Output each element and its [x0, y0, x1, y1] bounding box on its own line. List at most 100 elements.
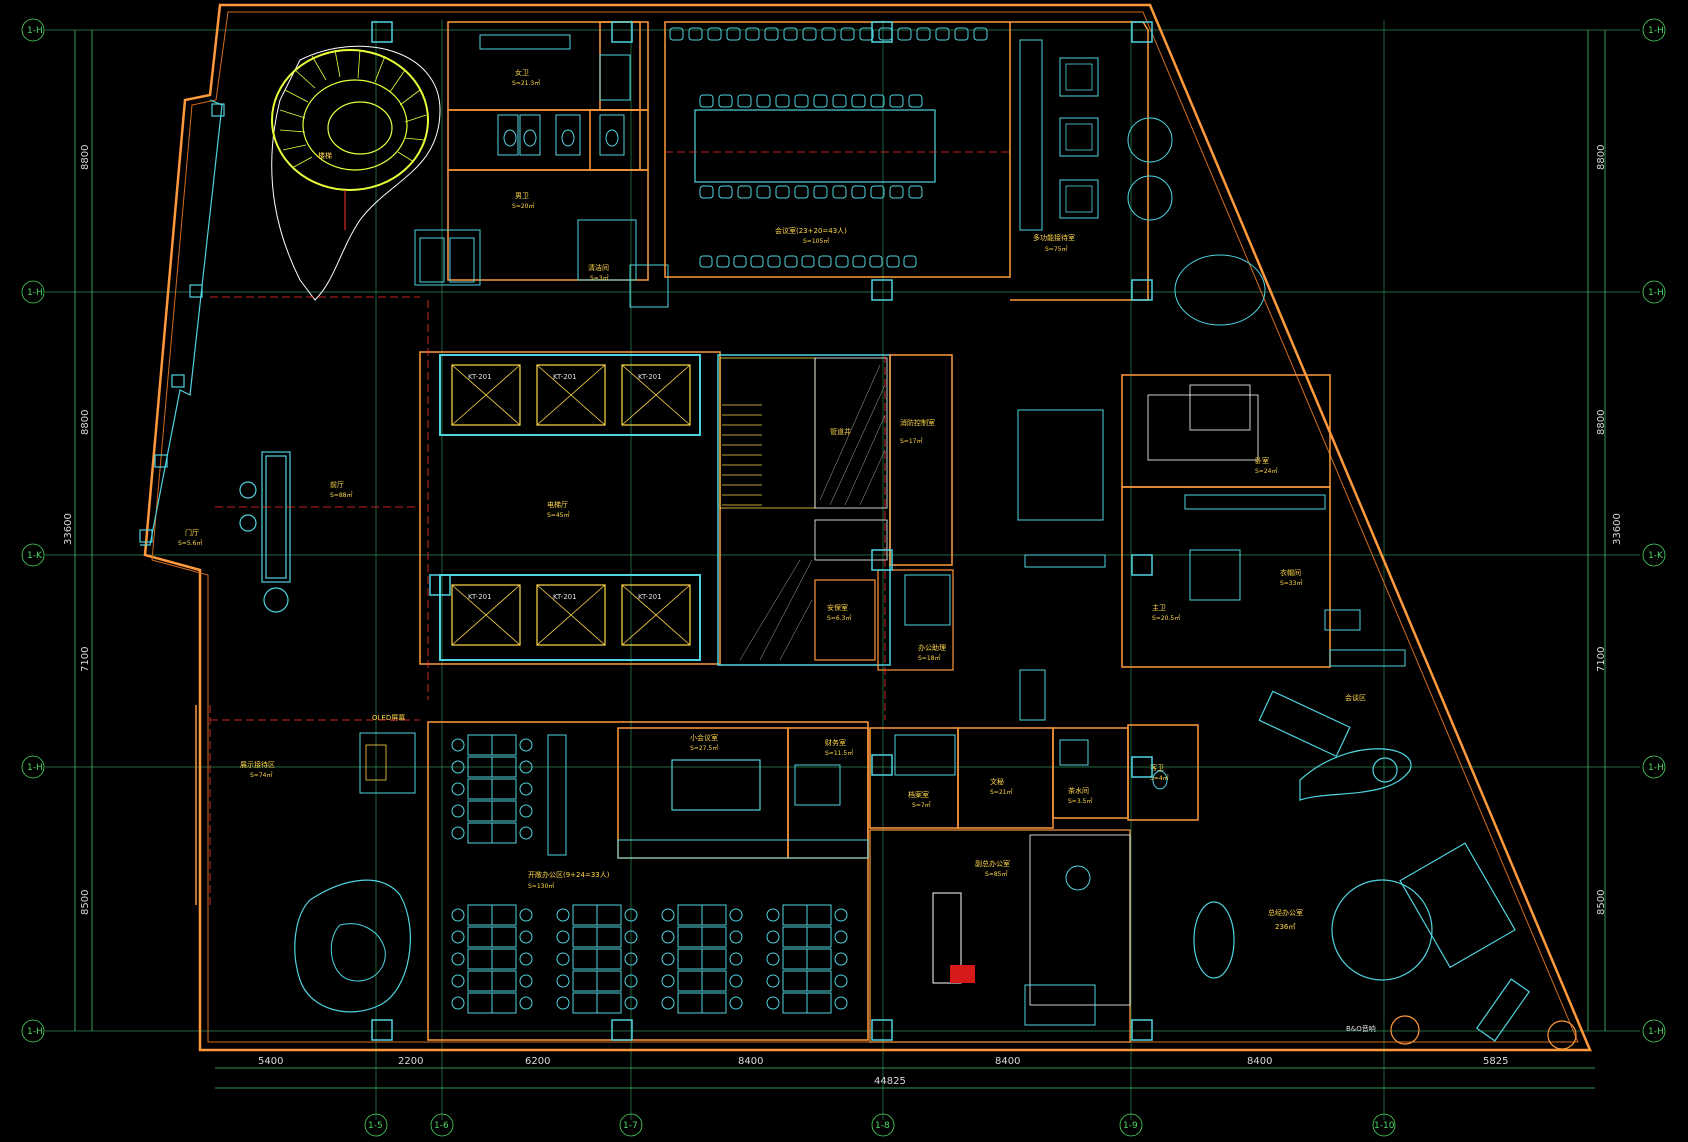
desk [596, 970, 622, 992]
chair [954, 27, 969, 41]
room-area: S=7㎡ [912, 801, 931, 809]
chair [556, 974, 570, 988]
chair [832, 185, 847, 199]
office-desks [451, 734, 848, 1014]
desk [701, 948, 727, 970]
desk [491, 822, 517, 844]
dimension-lines [74, 30, 1606, 1089]
axis-label: 1-7 [623, 1121, 638, 1131]
dim-text: 8500 [80, 890, 91, 915]
chair [908, 185, 923, 199]
room-label: 档案室 [908, 790, 929, 799]
room-area: S=5.6㎡ [178, 539, 202, 547]
room-label: 女卫 [515, 68, 529, 77]
chair [870, 94, 885, 108]
column [611, 1019, 633, 1041]
chair [766, 930, 780, 944]
chair [851, 94, 866, 108]
desk [677, 904, 703, 926]
columns [371, 21, 1153, 1041]
building-outline [143, 3, 1592, 1052]
room-area: S=24㎡ [1255, 467, 1277, 475]
desk [806, 926, 832, 948]
chair [556, 908, 570, 922]
chair [767, 255, 781, 268]
dim-text: 5825 [1483, 1056, 1508, 1067]
axis-label: 1-9 [1123, 1121, 1138, 1131]
chair [519, 996, 533, 1010]
dim-text: 8400 [738, 1056, 763, 1067]
dim-text: 44825 [874, 1076, 906, 1087]
room-label: 电梯厅 [547, 500, 568, 509]
chair [519, 826, 533, 840]
chair [519, 952, 533, 966]
grid-lines [45, 20, 1640, 1120]
desk [491, 778, 517, 800]
column [1131, 21, 1153, 43]
vice-office [869, 829, 1131, 1043]
elevator-core [419, 351, 721, 665]
desk [806, 970, 832, 992]
room-label: 男卫 [515, 192, 529, 200]
chair [451, 760, 465, 774]
room-area: S=45㎡ [547, 511, 569, 519]
desk [572, 948, 598, 970]
room-label: 门厅 [185, 528, 199, 537]
room-label: 副总办公室 [975, 859, 1010, 868]
chair [707, 27, 722, 41]
desk [782, 992, 808, 1014]
column [871, 754, 893, 776]
chair [726, 27, 741, 41]
room-label: 展示接待区 [240, 760, 275, 769]
center-lines [210, 296, 886, 721]
chair [775, 185, 790, 199]
dim-text: 8400 [1247, 1056, 1272, 1067]
desk [596, 926, 622, 948]
chair [661, 996, 675, 1010]
conference-chairs [669, 27, 988, 268]
desk [701, 926, 727, 948]
chair [813, 94, 828, 108]
suite [1121, 374, 1406, 668]
room-area: S=21.3㎡ [512, 79, 540, 87]
chair [729, 930, 743, 944]
elevator-label: KT-201 [553, 373, 577, 381]
chair [451, 974, 465, 988]
room-area: 236㎡ [1275, 923, 1295, 931]
desk [806, 948, 832, 970]
chair [729, 996, 743, 1010]
room-area: S=21㎡ [990, 788, 1012, 796]
column [371, 1019, 393, 1041]
chair [766, 908, 780, 922]
chair [718, 185, 733, 199]
room-area: S=33㎡ [1280, 579, 1302, 587]
desk [467, 970, 493, 992]
room-label: 小会议室 [690, 733, 718, 742]
chair [451, 826, 465, 840]
room-label: 文秘 [990, 777, 1004, 786]
room-area: S=11.5㎡ [825, 749, 853, 757]
room-area: S=3.5㎡ [1068, 797, 1092, 805]
chair [699, 185, 714, 199]
desk [806, 904, 832, 926]
desk [806, 992, 832, 1014]
chair [903, 255, 917, 268]
chair [624, 974, 638, 988]
column [1131, 756, 1153, 778]
elevator-cab: KT-201 [451, 364, 521, 426]
room-area: S=74㎡ [250, 771, 272, 779]
open-office [427, 721, 869, 1041]
room-label: 安保室 [827, 603, 848, 612]
wc-fixtures [414, 34, 669, 308]
chair [669, 27, 684, 41]
dim-text: 5400 [258, 1056, 283, 1067]
column [871, 21, 893, 43]
chair [699, 255, 713, 268]
chair [661, 930, 675, 944]
room-label: 清洁间 [588, 263, 609, 272]
elevator-cab: KT-201 [451, 584, 521, 646]
dim-text: 8800 [1596, 145, 1607, 170]
room-area: S=88㎡ [330, 491, 352, 499]
axis-label: 1-6 [434, 1121, 449, 1131]
